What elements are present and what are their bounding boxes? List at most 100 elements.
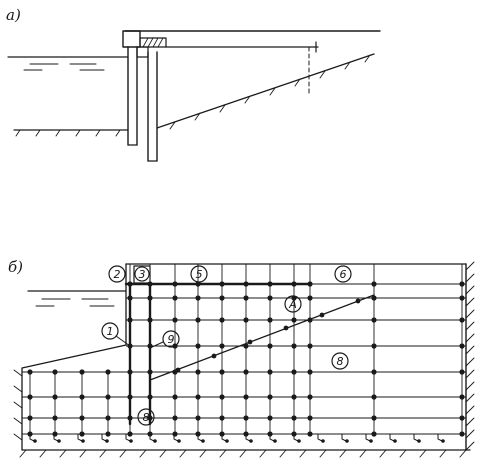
bottom-support-springs bbox=[29, 434, 445, 443]
figure-b-label: б) bbox=[8, 258, 23, 276]
callout-1: 1 bbox=[101, 322, 131, 347]
mesh-node bbox=[201, 439, 205, 443]
mesh-node bbox=[147, 369, 153, 375]
mesh-node bbox=[127, 281, 133, 287]
wall-top-tie bbox=[136, 46, 149, 58]
callout-8-mesh: 8 bbox=[331, 352, 349, 370]
mesh-node bbox=[249, 439, 253, 443]
mesh-node bbox=[79, 415, 85, 421]
mesh-node bbox=[127, 415, 133, 421]
mesh-node bbox=[243, 295, 249, 301]
mesh-node bbox=[243, 394, 249, 400]
mesh-node bbox=[211, 353, 217, 359]
mesh-node bbox=[127, 369, 133, 375]
support-spring bbox=[29, 434, 35, 442]
support-spring bbox=[125, 434, 131, 442]
support-spring bbox=[77, 434, 83, 442]
mesh-node bbox=[172, 415, 178, 421]
mesh-node bbox=[459, 295, 465, 301]
mesh-node bbox=[27, 415, 33, 421]
mesh-node bbox=[243, 343, 249, 349]
slope-interface-line bbox=[149, 294, 375, 381]
mesh-node bbox=[79, 394, 85, 400]
mesh-node bbox=[307, 281, 313, 287]
mesh-node bbox=[243, 369, 249, 375]
mesh-node bbox=[459, 431, 465, 437]
mesh-node bbox=[283, 325, 289, 331]
support-spring bbox=[149, 434, 155, 442]
svg-text:5: 5 bbox=[196, 268, 203, 281]
mesh-node bbox=[307, 317, 313, 323]
mesh-node bbox=[459, 369, 465, 375]
mesh-node bbox=[319, 312, 325, 318]
mesh-node bbox=[153, 439, 157, 443]
mesh-node bbox=[52, 369, 58, 375]
mesh-node bbox=[105, 431, 111, 437]
mesh-node bbox=[307, 394, 313, 400]
mesh-node bbox=[307, 295, 313, 301]
mesh-node bbox=[273, 439, 277, 443]
svg-text:8: 8 bbox=[143, 411, 150, 424]
mesh-node bbox=[195, 415, 201, 421]
mesh-node bbox=[417, 439, 421, 443]
callout-8-wall: 8 bbox=[137, 408, 155, 426]
mesh-node bbox=[371, 317, 377, 323]
mesh-node bbox=[172, 295, 178, 301]
support-spring bbox=[317, 434, 323, 442]
mesh-node bbox=[27, 369, 33, 375]
mesh-node bbox=[297, 439, 301, 443]
mesh-node bbox=[371, 415, 377, 421]
mesh-node bbox=[307, 431, 313, 437]
mesh-node bbox=[219, 343, 225, 349]
mesh-node bbox=[219, 281, 225, 287]
mesh-node bbox=[371, 394, 377, 400]
svg-text:1: 1 bbox=[107, 325, 114, 338]
mesh-node bbox=[307, 369, 313, 375]
mesh-node bbox=[459, 415, 465, 421]
mesh-node bbox=[369, 439, 373, 443]
mesh-node bbox=[127, 317, 133, 323]
callout-5: 5 bbox=[190, 265, 208, 283]
mesh-node bbox=[225, 439, 229, 443]
mesh-node bbox=[57, 439, 61, 443]
mesh-node bbox=[267, 317, 273, 323]
mesh-node bbox=[371, 431, 377, 437]
mesh-node bbox=[105, 415, 111, 421]
water-ripples bbox=[23, 63, 105, 71]
support-spring bbox=[245, 434, 251, 442]
callout-9: 9 bbox=[149, 330, 180, 349]
mesh-node bbox=[291, 317, 297, 323]
backfill-slope-line bbox=[156, 53, 375, 129]
mesh-node bbox=[459, 317, 465, 323]
svg-text:A: A bbox=[288, 298, 297, 311]
mesh-node bbox=[307, 343, 313, 349]
mesh-node bbox=[172, 317, 178, 323]
mesh-node bbox=[52, 394, 58, 400]
support-spring bbox=[365, 434, 371, 442]
support-spring bbox=[53, 434, 59, 442]
figure-a: а) bbox=[6, 6, 381, 162]
callout-A: A bbox=[284, 295, 302, 313]
mesh-node bbox=[291, 394, 297, 400]
mesh-node bbox=[52, 415, 58, 421]
mesh-node bbox=[147, 415, 153, 421]
left-boundary-hatch bbox=[13, 369, 23, 441]
mesh-node bbox=[147, 295, 153, 301]
right-boundary-hatch bbox=[465, 261, 475, 451]
mesh-node bbox=[79, 369, 85, 375]
mesh-node bbox=[127, 295, 133, 301]
mesh-node bbox=[243, 281, 249, 287]
mesh-node bbox=[267, 281, 273, 287]
mesh-node bbox=[267, 415, 273, 421]
mesh-node bbox=[291, 369, 297, 375]
seabed-hatch bbox=[15, 129, 121, 137]
callout-3: 3 bbox=[133, 265, 151, 284]
support-spring bbox=[173, 434, 179, 442]
mesh-node bbox=[52, 431, 58, 437]
mesh-node bbox=[441, 439, 445, 443]
slope-hatch bbox=[169, 54, 371, 130]
mesh-node bbox=[105, 394, 111, 400]
mesh-node bbox=[459, 394, 465, 400]
mesh-node bbox=[267, 394, 273, 400]
